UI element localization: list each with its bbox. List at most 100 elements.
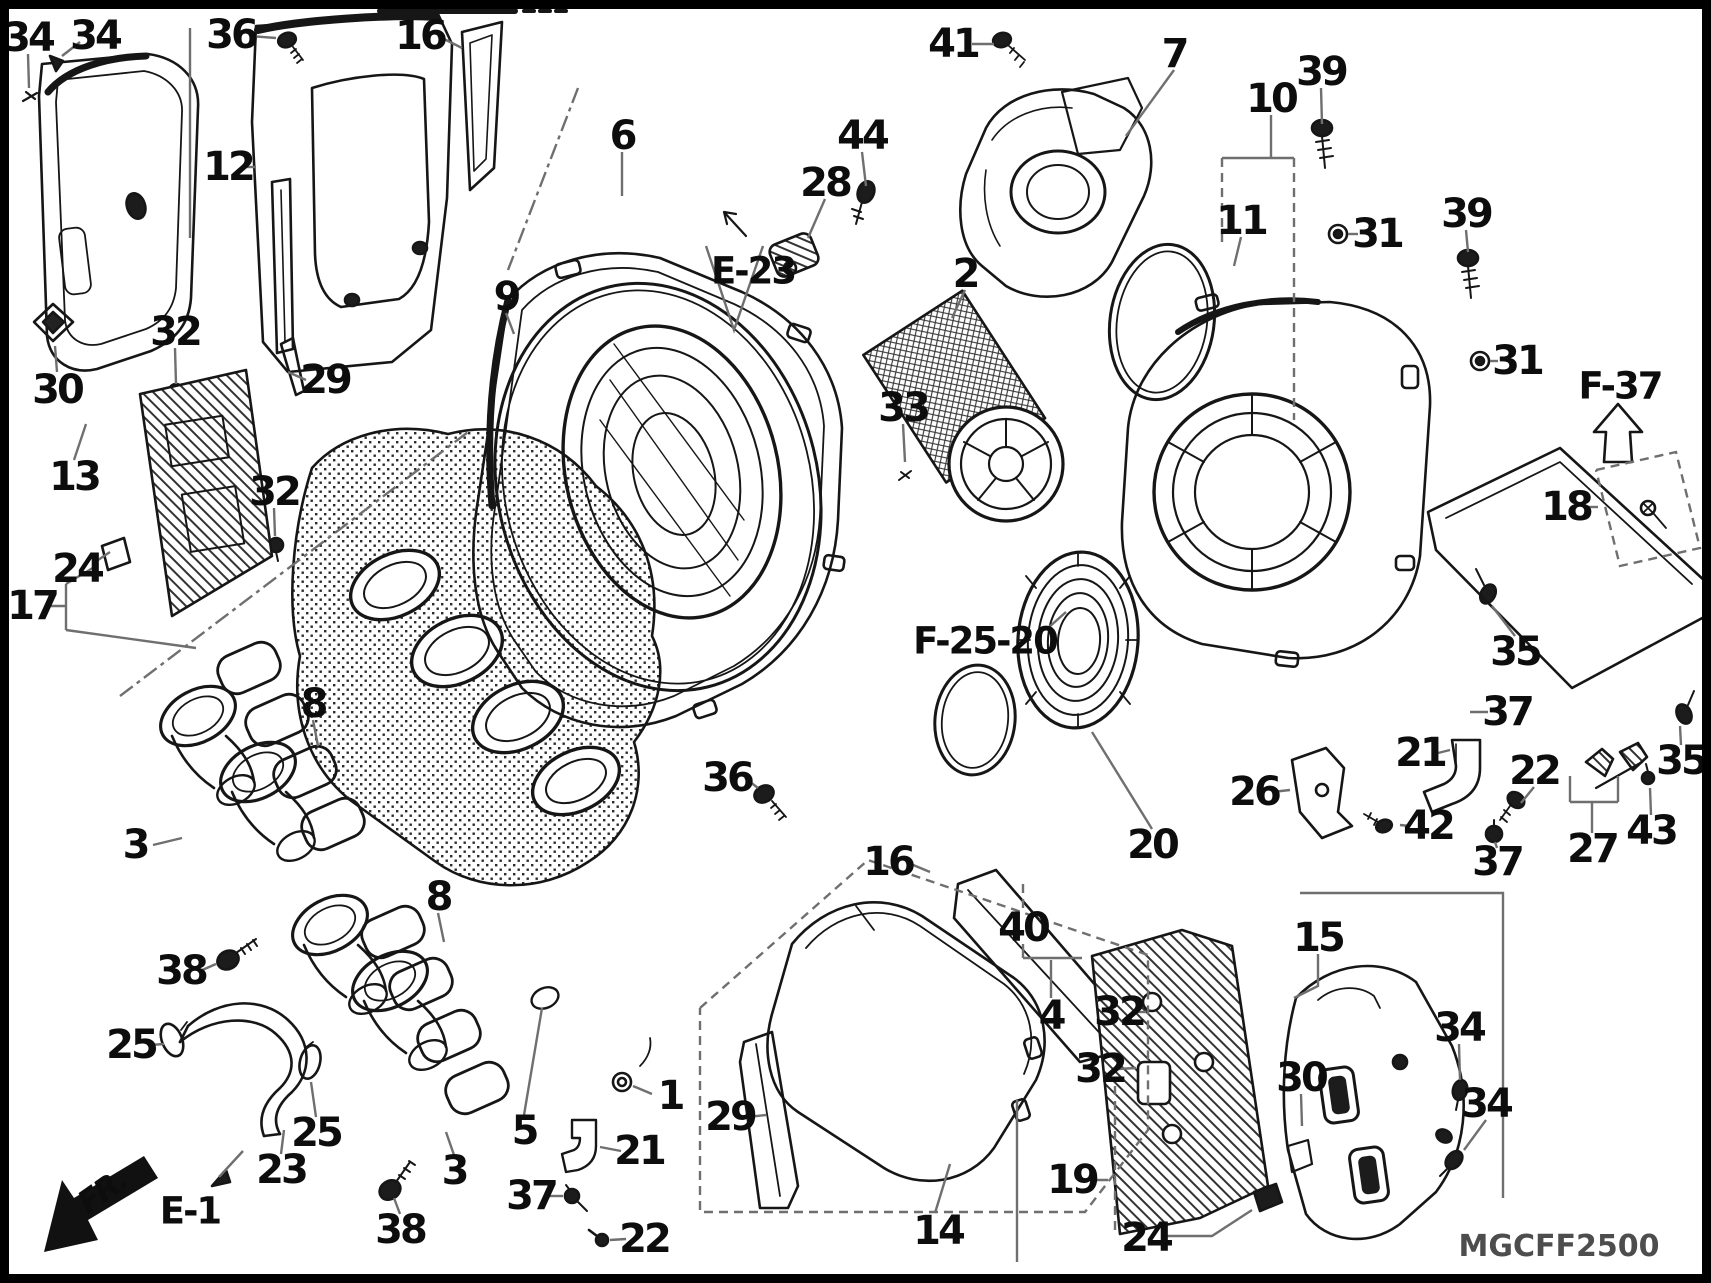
- part-callout-34: 34: [1461, 1081, 1514, 1127]
- part-callout-39: 39: [1296, 49, 1349, 95]
- grommet-1-icon: [611, 1071, 633, 1093]
- part-art-bracket-19: [1090, 928, 1284, 1236]
- strip-16-top: [460, 20, 504, 192]
- leader-line: [218, 1150, 244, 1178]
- leader-line: [1437, 748, 1451, 755]
- leader-line: [504, 312, 516, 335]
- nut-31-icon: [1469, 350, 1491, 372]
- leader-line: [1594, 450, 1702, 568]
- part-callout-21: 21: [614, 1128, 667, 1174]
- part-callout-25: 25: [291, 1110, 344, 1156]
- part-callout-29: 29: [705, 1094, 758, 1140]
- part-art-frame-12: [250, 12, 504, 374]
- part-callout-38: 38: [375, 1207, 428, 1253]
- leader-line: [173, 347, 178, 385]
- leader-line: [61, 41, 81, 57]
- part-art-bolt-36b: [753, 784, 787, 821]
- part-art-funnels-3a: [159, 684, 316, 863]
- leader-line: [65, 564, 97, 586]
- part-art-panel-14: [766, 901, 1046, 1183]
- part-callout-21: 21: [1395, 730, 1448, 776]
- leader-line: [1271, 788, 1291, 794]
- part-callout-30: 30: [32, 367, 85, 413]
- part-callout-5: 5: [511, 1108, 540, 1154]
- ref-label-FR-: FR.: [71, 1162, 135, 1222]
- screw-42-icon: [1374, 818, 1394, 834]
- screw-33-icon: [898, 470, 912, 481]
- screw-41-icon: [991, 31, 1013, 49]
- part-callout-12: 12: [203, 144, 256, 190]
- part-callout-15: 15: [1293, 915, 1346, 961]
- part-callout-19: 19: [1047, 1157, 1100, 1203]
- part-art-funnels-3b: [291, 893, 560, 1072]
- leader-line: [1117, 1066, 1137, 1071]
- part-art-gasket-8a: [216, 640, 366, 852]
- leader-line: [1125, 69, 1175, 137]
- leader-line: [1293, 954, 1320, 1000]
- part-art-hose-23: [159, 1002, 322, 1138]
- screw-18-icon: [1639, 499, 1657, 517]
- part-callout-39: 39: [1441, 191, 1494, 237]
- part-art-filter-2: [862, 289, 1065, 523]
- part-callout-32: 32: [249, 469, 302, 515]
- part-art-duct-7: [959, 31, 1153, 298]
- leader-line: [609, 1237, 627, 1242]
- part-callout-6: 6: [609, 113, 638, 159]
- leader-line: [506, 87, 580, 271]
- leader-line: [1491, 605, 1516, 637]
- leader-line: [1520, 786, 1535, 804]
- f37-arrow-icon: [1592, 402, 1644, 464]
- part-callout-14: 14: [913, 1208, 966, 1254]
- part-callout-25: 25: [106, 1022, 159, 1068]
- part-callout-7: 7: [1161, 31, 1190, 77]
- leader-line: [806, 198, 827, 239]
- part-callout-26: 26: [1229, 769, 1282, 815]
- leader-line: [905, 860, 931, 874]
- part-callout-10: 10: [1246, 76, 1299, 122]
- part-callout-4: 4: [1038, 993, 1067, 1039]
- leader-line: [1047, 611, 1067, 629]
- part-callout-30: 30: [1276, 1055, 1329, 1101]
- leader-line: [704, 245, 765, 334]
- part-callout-37: 37: [506, 1173, 559, 1219]
- part-art-oring-11: [1107, 242, 1217, 402]
- part-art-seal-4: [933, 663, 1017, 777]
- part-callout-38: 38: [156, 948, 209, 994]
- leader-line: [599, 1145, 622, 1153]
- part-callout-20: 20: [1127, 822, 1180, 868]
- part-callout-17: 17: [7, 583, 60, 629]
- part-callout-37: 37: [1472, 839, 1525, 885]
- part-callout-11: 11: [1216, 198, 1269, 244]
- leader-line: [249, 34, 277, 40]
- leader-line: [311, 719, 320, 747]
- leader-line: [1463, 1119, 1487, 1151]
- part-callout-37: 37: [1482, 689, 1535, 735]
- clip-34-icon: [48, 54, 65, 73]
- part-callout-24: 24: [52, 546, 105, 592]
- diagram-code: MGCFF2500: [1458, 1229, 1660, 1264]
- leader-line: [65, 628, 197, 650]
- part-callout-36: 36: [206, 12, 259, 58]
- leader-line: [1399, 823, 1411, 828]
- elbow-21-icon: [560, 1118, 598, 1174]
- leader-line: [933, 1163, 952, 1214]
- leader-line: [444, 1131, 456, 1156]
- part-callout-41: 41: [928, 21, 981, 67]
- e23-arrow-icon: [722, 210, 748, 238]
- leader-line: [1648, 787, 1653, 816]
- part-callout-29: 29: [300, 357, 353, 403]
- part-callout-22: 22: [619, 1216, 672, 1262]
- part-callout-34: 34: [1434, 1005, 1487, 1051]
- leader-line: [522, 1007, 544, 1116]
- e1-arrow: [210, 1168, 232, 1188]
- leader-line: [436, 912, 446, 943]
- part-callout-27: 27: [1567, 826, 1620, 872]
- leader-line: [901, 423, 907, 463]
- leader-line: [279, 1129, 286, 1155]
- ref-label-F-25-20: F-25-20: [913, 619, 1059, 663]
- part-callout-3: 3: [122, 822, 151, 868]
- part-art-misc-bottom: [560, 1037, 652, 1248]
- part-art-bolt-38b: [378, 1160, 416, 1202]
